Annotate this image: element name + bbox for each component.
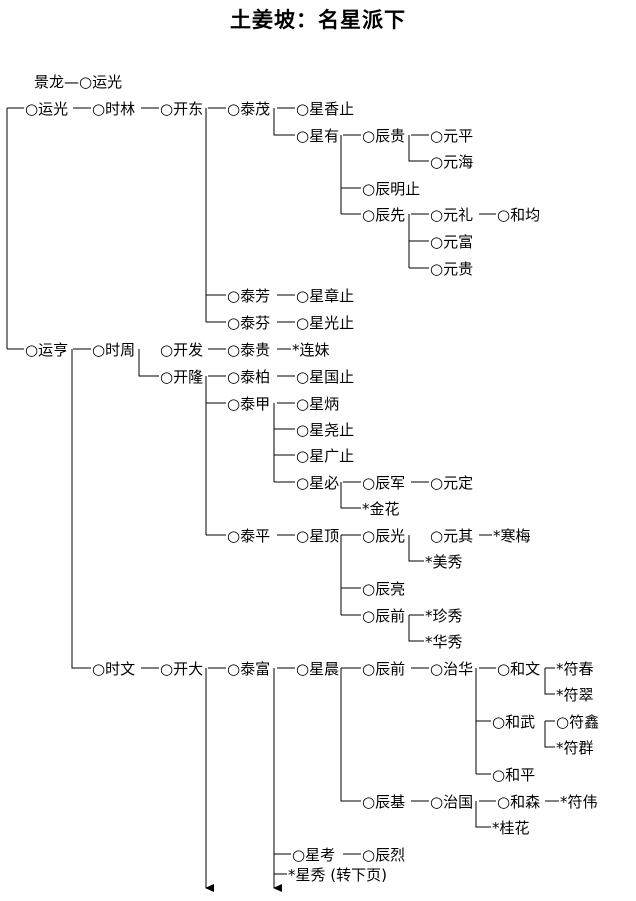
node-n14: ○元富	[430, 233, 473, 251]
node-n62: *符伟	[560, 793, 598, 811]
node-n55: ○和武	[492, 713, 535, 731]
branch	[273, 108, 295, 136]
node-n13: ○和均	[497, 206, 540, 224]
page-title: 土姜坡：名星派下	[230, 8, 406, 32]
node-n25: ○开隆	[160, 368, 203, 386]
node-n28: ○泰甲	[227, 395, 270, 413]
node-n54: *符翠	[556, 686, 594, 704]
branch	[408, 135, 429, 162]
branch	[138, 349, 159, 377]
node-n3: ○开东	[160, 100, 203, 118]
node-n65: ○辰烈	[362, 846, 405, 864]
node-n1: ○运光	[25, 100, 68, 118]
branch	[205, 108, 226, 323]
branch	[475, 801, 491, 828]
node-n59: ○辰基	[362, 793, 405, 811]
node-n22: ○开发	[160, 341, 203, 359]
node-n39: ○元其	[430, 527, 473, 545]
node-n40: *寒梅	[493, 527, 531, 545]
node-n46: ○时文	[92, 660, 135, 678]
node-n23: ○泰贵	[227, 341, 270, 359]
branch	[340, 667, 361, 802]
node-n41: *美秀	[425, 553, 463, 571]
node-n35: *金花	[362, 500, 400, 518]
branch	[273, 403, 295, 483]
node-n5: ○星香止	[296, 100, 354, 118]
node-n8: ○元平	[430, 127, 473, 145]
node-n64: ○星考	[292, 846, 335, 864]
node-n2: ○时林	[92, 100, 135, 118]
connector-lines	[6, 107, 559, 892]
node-n52: ○和文	[497, 660, 540, 678]
node-n45: *华秀	[425, 633, 463, 651]
node-n17: ○星章止	[296, 287, 354, 305]
node-n42: ○辰亮	[362, 580, 405, 598]
node-n7: ○辰贵	[362, 127, 405, 145]
branch	[205, 376, 226, 536]
node-n31: ○星广止	[296, 447, 354, 465]
node-n20: ○运亨	[25, 341, 68, 359]
node-n21: ○时周	[92, 341, 135, 359]
branch	[340, 135, 361, 215]
node-n47: ○开大	[160, 660, 203, 678]
branch	[340, 534, 361, 616]
node-n50: ○辰前	[362, 660, 405, 678]
node-n37: ○星顶	[296, 527, 339, 545]
node-n29: ○星炳	[296, 395, 339, 413]
node-n6: ○星有	[296, 127, 339, 145]
branch	[544, 720, 555, 748]
node-n53: *符春	[556, 660, 594, 678]
branch	[6, 107, 24, 350]
branch	[71, 349, 91, 669]
node-n4: ○泰茂	[227, 100, 270, 118]
branch	[273, 668, 291, 875]
node-n58: ○和平	[492, 766, 535, 784]
node-n49: ○星晨	[296, 660, 339, 678]
branch	[408, 535, 424, 562]
node-n66: *星秀 (转下页)	[288, 866, 387, 884]
branch	[544, 667, 555, 695]
node-n18: ○泰芬	[227, 314, 270, 332]
header-line: 景龙—○运光	[34, 73, 122, 91]
node-n12: ○元礼	[430, 206, 473, 224]
node-n56: ○符鑫	[556, 713, 599, 731]
node-n19: ○星光止	[296, 314, 354, 332]
node-n9: ○元海	[430, 153, 473, 171]
node-n27: ○星国止	[296, 368, 354, 386]
node-n11: ○辰先	[362, 206, 405, 224]
node-n16: ○泰芳	[227, 287, 270, 305]
node-n63: *桂花	[492, 819, 530, 837]
branch	[475, 668, 491, 775]
node-n44: *珍秀	[425, 607, 463, 625]
node-n38: ○辰光	[362, 527, 405, 545]
branch	[408, 214, 429, 269]
node-n32: ○星必	[296, 474, 339, 492]
node-n61: ○和森	[497, 793, 540, 811]
node-n33: ○辰军	[362, 474, 405, 492]
node-n15: ○元贵	[430, 260, 473, 278]
node-n30: ○星尧止	[296, 421, 354, 439]
node-n24: *连妹	[292, 341, 330, 359]
node-n10: ○辰明止	[362, 180, 420, 198]
node-n34: ○元定	[430, 474, 473, 492]
node-n36: ○泰平	[227, 527, 270, 545]
node-n48: ○泰富	[227, 660, 270, 678]
branch	[340, 482, 361, 509]
branch	[408, 614, 424, 642]
node-n51: ○治华	[430, 660, 473, 678]
tree-nodes: ○运光 ○时林 ○开东 ○泰茂 ○星香止 ○星有 ○辰贵 ○元平 ○元海 ○辰明…	[25, 100, 599, 884]
node-n57: *符群	[556, 739, 594, 757]
node-n43: ○辰前	[362, 607, 405, 625]
node-n26: ○泰柏	[227, 368, 270, 386]
node-n60: ○治国	[430, 793, 473, 811]
